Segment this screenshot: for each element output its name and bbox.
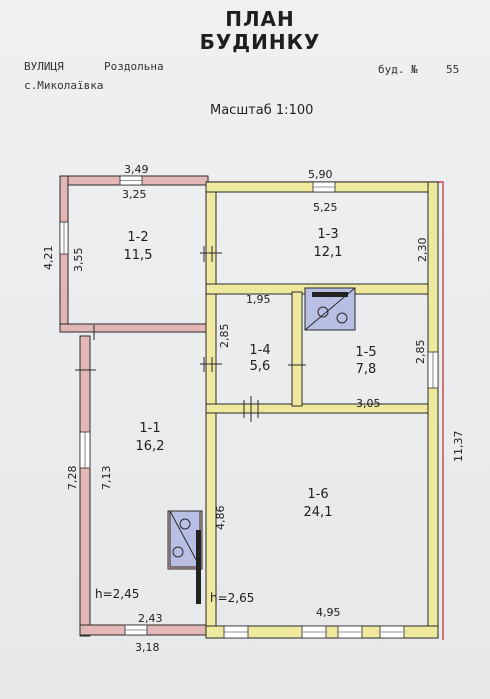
room-1-5-id: 1-5 [355,345,376,360]
dim-318: 3,18 [135,641,160,654]
room-1-1-id: 1-1 [139,421,160,436]
village-name: с.Миколаївка [24,79,104,92]
plan-scale: Масштаб 1:100 [210,103,314,118]
height-left: h=2,45 [95,587,139,601]
dim-421: 4,21 [42,246,55,271]
stove-upper [304,287,356,331]
room-1-2-area: 11,5 [124,248,153,263]
height-right: h=2,65 [210,591,254,605]
stove-lower [169,510,201,604]
dim-349: 3,49 [124,163,149,176]
dim-495: 4,95 [316,606,341,619]
dim-285-left: 2,85 [218,324,231,349]
room-1-4-area: 5,6 [250,359,271,374]
street-name: Роздольна [104,60,164,73]
dim-195: 1,95 [246,293,271,306]
dimension-labels: 3,49 3,25 4,21 3,55 5,90 5,25 2,30 1,95 … [42,163,465,654]
room-1-3-id: 1-3 [317,227,338,242]
room-1-5-area: 7,8 [356,362,377,377]
door-marks [75,246,306,422]
dim-243: 2,43 [138,612,163,625]
dim-1137: 11,37 [452,431,465,463]
dim-325: 3,25 [122,188,147,201]
dim-728: 7,28 [66,466,79,491]
plan-title-line2: БУДИНКУ [199,30,321,54]
dim-355: 3,55 [72,248,85,273]
room-1-2-id: 1-2 [127,230,148,245]
room-1-1-area: 16,2 [136,439,165,454]
building-number: 55 [446,63,460,76]
dim-525: 5,25 [313,201,338,214]
room-labels: 1-2 11,5 1-3 12,1 1-4 5,6 1-5 7,8 1-1 16… [124,227,377,520]
dim-590: 5,90 [308,168,333,181]
dim-486: 4,86 [214,506,227,531]
dim-713: 7,13 [100,466,113,491]
dim-285-right: 2,85 [414,340,427,365]
plan-title-line1: ПЛАН [225,7,295,31]
street-label: ВУЛИЦЯ [24,60,64,73]
window-lines [63,180,434,633]
room-1-6-id: 1-6 [307,487,328,502]
room-1-3-area: 12,1 [314,245,343,260]
dim-230: 2,30 [416,238,429,263]
dim-305: 3,05 [356,397,381,410]
building-label: буд. № [378,63,418,76]
room-1-4-id: 1-4 [249,343,270,358]
ceiling-heights: h=2,45 h=2,65 [95,587,254,605]
room-1-6-area: 24,1 [304,505,333,520]
